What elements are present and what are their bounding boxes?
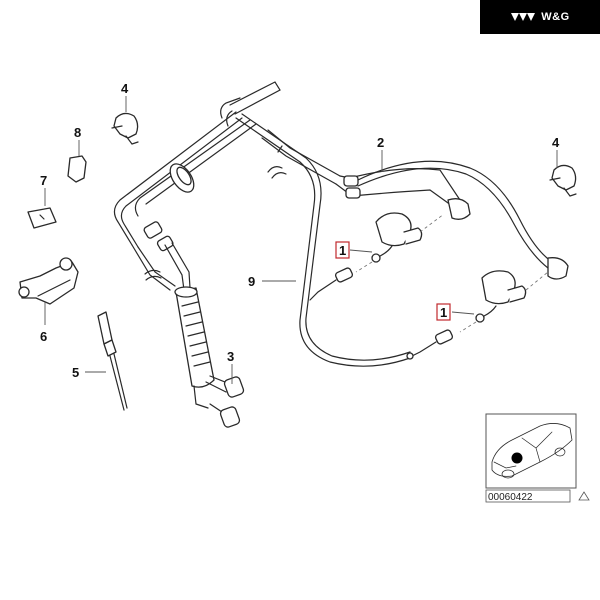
brand-logo-bar: W&G bbox=[480, 0, 600, 34]
callout-1-lower: 1 bbox=[440, 305, 447, 320]
part-3-washer-pump bbox=[174, 286, 245, 428]
callout-5: 5 bbox=[72, 365, 79, 380]
location-dot-icon bbox=[511, 452, 523, 464]
callout-1-upper-box bbox=[335, 241, 350, 259]
part-2-hose bbox=[335, 160, 569, 280]
callout-4-left: 4 bbox=[121, 81, 129, 96]
car-outline bbox=[491, 423, 573, 479]
triangle-warning-icon bbox=[578, 491, 590, 501]
callout-3: 3 bbox=[227, 349, 234, 364]
part-8-clip bbox=[67, 155, 87, 183]
part-6-bracket bbox=[18, 257, 79, 305]
callout-1-upper: 1 bbox=[339, 243, 346, 258]
pipe-frame bbox=[113, 81, 411, 367]
part-7-plug bbox=[27, 207, 57, 229]
part-4-clip-left bbox=[111, 112, 139, 145]
brand-name: W&G bbox=[541, 11, 570, 23]
callout-1-lower-box bbox=[436, 303, 451, 321]
callout-4-right: 4 bbox=[552, 135, 560, 150]
part-4-clip-right bbox=[549, 164, 577, 197]
triple-chevron-logo-icon bbox=[511, 13, 536, 21]
callout-9: 9 bbox=[248, 274, 255, 289]
washer-nozzle-lower bbox=[406, 270, 549, 360]
vehicle-locator-inset: 00060422 bbox=[485, 413, 590, 503]
callout-labels: 4 8 7 6 5 3 9 2 4 1 1 bbox=[40, 81, 560, 380]
callout-7: 7 bbox=[40, 173, 47, 188]
callout-6: 6 bbox=[40, 329, 47, 344]
part-5-level-sensor bbox=[97, 311, 128, 411]
leader-lines bbox=[44, 96, 558, 384]
callout-2: 2 bbox=[377, 135, 384, 150]
washer-nozzle-upper bbox=[309, 212, 445, 301]
reference-code: 00060422 bbox=[488, 492, 533, 503]
callout-8: 8 bbox=[74, 125, 81, 140]
